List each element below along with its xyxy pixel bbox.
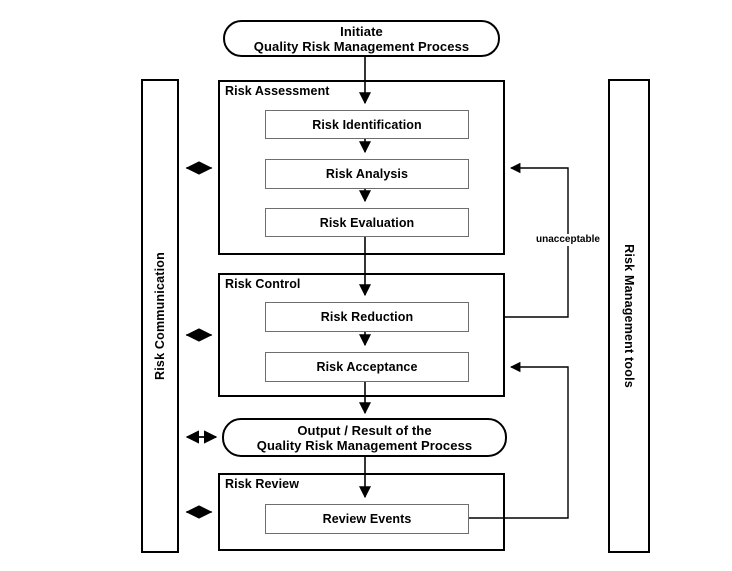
risk-communication-label: Risk Communication — [153, 252, 167, 380]
risk-review-group: Risk Review Review Events — [218, 473, 505, 551]
step-review-events: Review Events — [265, 504, 469, 534]
step-risk-reduction: Risk Reduction — [265, 302, 469, 332]
risk-control-label: Risk Control — [225, 277, 301, 291]
risk-management-tools-label: Risk Management tools — [622, 244, 636, 388]
risk-review-label: Risk Review — [225, 477, 300, 491]
step-risk-evaluation: Risk Evaluation — [265, 208, 469, 237]
initiate-line1: Initiate — [340, 23, 383, 39]
risk-control-group: Risk Control Risk Reduction Risk Accepta… — [218, 273, 505, 397]
risk-assessment-group: Risk Assessment Risk Identification Risk… — [218, 80, 505, 255]
risk-management-tools-bar: Risk Management tools — [608, 79, 650, 553]
risk-assessment-label: Risk Assessment — [225, 84, 330, 98]
output-line1: Output / Result of the — [297, 422, 432, 438]
output-node: Output / Result of the Quality Risk Mana… — [222, 418, 507, 457]
unacceptable-label: unacceptable — [528, 234, 608, 246]
output-line2: Quality Risk Management Process — [256, 437, 473, 453]
step-risk-identification: Risk Identification — [265, 110, 469, 139]
initiate-line2: Quality Risk Management Process — [253, 38, 470, 54]
step-risk-acceptance: Risk Acceptance — [265, 352, 469, 382]
initiate-node: Initiate Quality Risk Management Process — [223, 20, 500, 57]
risk-communication-bar: Risk Communication — [141, 79, 179, 553]
step-risk-analysis: Risk Analysis — [265, 159, 469, 189]
